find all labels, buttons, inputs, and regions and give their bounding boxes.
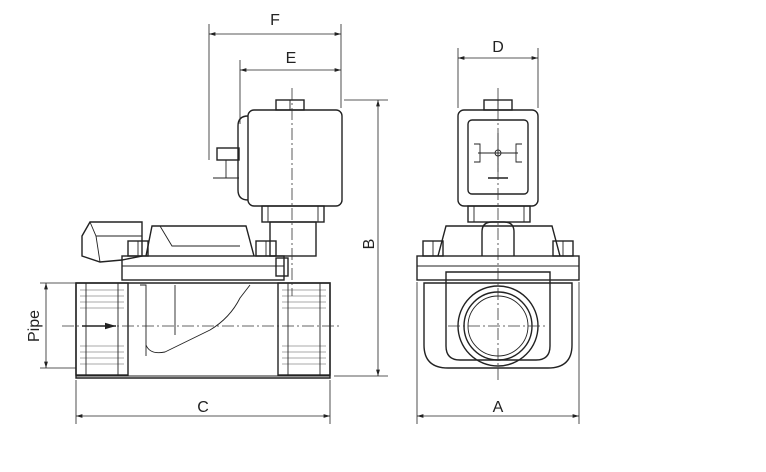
dimension-label-a: A xyxy=(493,399,504,416)
dimension-label-f: F xyxy=(270,12,280,29)
solenoid-coil-side xyxy=(213,109,343,207)
end-view xyxy=(416,88,580,380)
side-view xyxy=(62,88,343,379)
manual-lever xyxy=(81,221,143,263)
dimension-label-pipe: Pipe xyxy=(26,310,43,342)
cover-flange-side xyxy=(121,225,289,281)
armature-tube-end xyxy=(467,99,531,223)
dimension-label-c: C xyxy=(197,399,209,416)
dimension-label-d: D xyxy=(492,39,504,56)
dimension-label-e: E xyxy=(286,50,297,67)
dimension-lines xyxy=(40,24,580,424)
valve-body-side xyxy=(75,282,331,379)
armature-tube-side xyxy=(261,99,325,257)
dimension-label-b: B xyxy=(361,239,378,250)
cover-flange-end xyxy=(416,221,580,281)
